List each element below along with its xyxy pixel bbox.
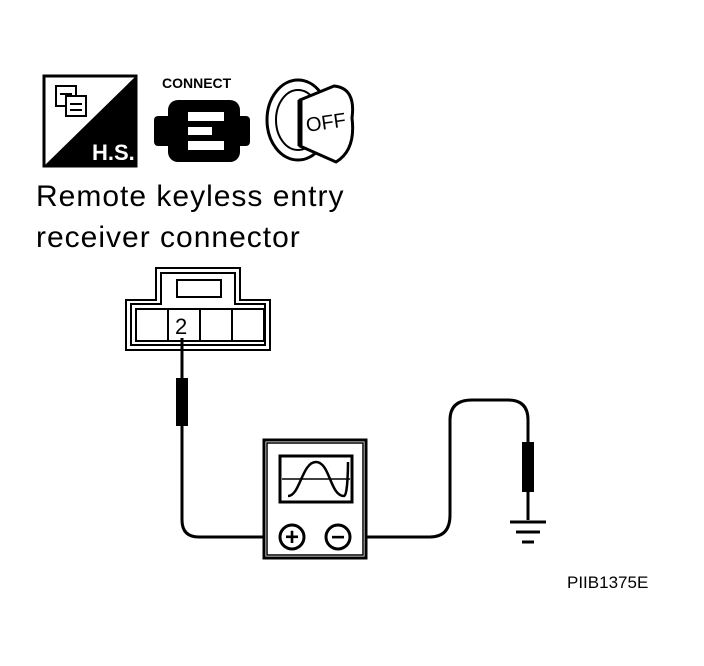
positive-terminal-symbol: +: [285, 524, 299, 551]
negative-probe-wire: [340, 398, 530, 539]
terminal-2-label: 2: [175, 314, 187, 339]
connector-plug-icon: [154, 100, 250, 162]
oscilloscope-meter: + −: [262, 438, 368, 560]
hs-badge: H.S.: [42, 74, 138, 168]
receiver-connector: 2: [125, 267, 271, 351]
hs-label: H.S.: [92, 140, 135, 165]
connector-lock-tab: [176, 279, 222, 298]
figure-code: PIIB1375E: [567, 573, 649, 592]
negative-terminal-symbol: −: [331, 524, 345, 551]
ignition-off-badge: OFF: [265, 78, 355, 164]
title-line-2: receiver connector: [36, 221, 301, 254]
negative-probe-tip: [522, 442, 534, 492]
connect-badge: CONNECT: [154, 75, 250, 162]
negative-terminal: −: [324, 523, 352, 551]
oscilloscope-waveform-icon: [278, 454, 354, 504]
title-line-1: Remote keyless entry: [36, 180, 345, 213]
positive-terminal: +: [278, 523, 306, 551]
harness-connector-icon: [55, 85, 87, 117]
connector-cavities: [135, 308, 265, 342]
ignition-key-off-icon: [265, 78, 355, 164]
positive-probe-tip: [176, 378, 188, 426]
connect-label: CONNECT: [162, 75, 232, 91]
ground-symbol-icon: [510, 520, 546, 544]
hs-badge-diagonal-fill: [44, 76, 136, 166]
positive-probe-wire: [180, 338, 290, 539]
